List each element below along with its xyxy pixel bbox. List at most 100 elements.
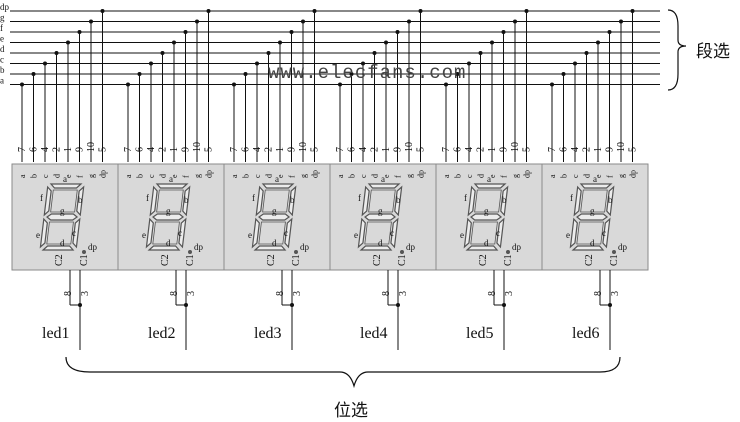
digit-module: 7a6b4c2d1e9f10g5dpafbgecddpC2C183led5: [435, 142, 543, 342]
pin-letter: dp: [99, 170, 108, 178]
pin-letter: d: [53, 174, 62, 178]
segment-label-b: b: [184, 195, 189, 205]
segment-label-c: c: [72, 228, 76, 238]
segment-label-b: b: [290, 195, 295, 205]
junction-dot: [183, 30, 188, 34]
junction-dot: [502, 303, 506, 307]
segment-e: [463, 217, 472, 249]
segment-label-a: a: [169, 174, 173, 184]
pin-letter: g: [299, 174, 308, 178]
pin-letter: a: [442, 174, 451, 178]
segment-c: [496, 217, 505, 249]
pin-letter: a: [124, 174, 133, 178]
common-label-c1: C1: [609, 254, 620, 266]
digit-outline-lower: [576, 221, 604, 245]
segment-label-d: d: [60, 238, 65, 248]
segment-label-d: d: [166, 238, 171, 248]
digit-outline-lower: [258, 221, 286, 245]
segment-label-e: e: [142, 230, 146, 240]
junction-dot: [137, 72, 142, 76]
segment-f: [43, 185, 52, 217]
segment-label-d: d: [484, 238, 489, 248]
junction-dot: [607, 30, 612, 34]
dp-dot: [294, 250, 298, 254]
pin-letter: g: [617, 174, 626, 178]
digit-outline-upper: [262, 189, 290, 213]
segment-g: [152, 213, 185, 221]
segment-label-b: b: [608, 195, 613, 205]
junction-dot: [630, 9, 635, 13]
segment-c: [390, 217, 399, 249]
segment-g: [46, 213, 79, 221]
led-label: led3: [254, 325, 282, 342]
pin-letter: f: [288, 175, 297, 178]
segment-e: [39, 217, 48, 249]
junction-dot: [584, 51, 589, 55]
segment-d: [571, 245, 605, 251]
segment-label-a: a: [593, 174, 597, 184]
digit-outline-lower: [152, 221, 180, 245]
segment-e: [145, 217, 154, 249]
segment-b: [500, 185, 509, 217]
pin-letter: b: [242, 174, 251, 178]
segment-g: [258, 213, 291, 221]
digit-module: 7a6b4c2d1e9f10g5dpafbgecddpC2C183led1: [11, 142, 119, 342]
dp-dot: [400, 250, 404, 254]
junction-dot: [349, 72, 354, 76]
dp-dot: [506, 250, 510, 254]
common-pin-3: 3: [292, 291, 303, 296]
led-label: led6: [572, 325, 600, 342]
common-label-c1: C1: [291, 254, 302, 266]
segment-label-e: e: [248, 230, 252, 240]
common-label-c1: C1: [185, 254, 196, 266]
common-label-c1: C1: [397, 254, 408, 266]
common-label-c2: C2: [372, 254, 383, 266]
common-pin-8: 8: [381, 291, 392, 296]
segment-label-d: d: [590, 238, 595, 248]
segment-b: [394, 185, 403, 217]
junction-dot: [513, 19, 517, 24]
segment-label-c: c: [390, 228, 394, 238]
junction-dot: [78, 303, 82, 307]
junction-dot: [467, 61, 471, 66]
segment-e: [357, 217, 366, 249]
pin-letter: g: [511, 174, 520, 178]
led-label: led1: [42, 325, 70, 342]
pin-letter: b: [560, 174, 569, 178]
segment-label-e: e: [36, 230, 40, 240]
pin-letter: f: [606, 175, 615, 178]
segment-b: [606, 185, 615, 217]
led-label: led4: [360, 325, 388, 342]
segment-a: [155, 183, 189, 189]
segment-c: [602, 217, 611, 249]
junction-dot: [301, 19, 305, 24]
segment-label-e: e: [566, 230, 570, 240]
common-pin-8: 8: [169, 291, 180, 296]
segment-f: [573, 185, 582, 217]
junction-dot: [596, 40, 600, 45]
digit-outline-upper: [156, 189, 184, 213]
segment-label-g: g: [484, 206, 489, 216]
segment-label-f: f: [570, 193, 573, 203]
pin-letter: e: [382, 174, 391, 178]
led-label: led2: [148, 325, 176, 342]
pin-letter: f: [394, 175, 403, 178]
pin-letter: d: [583, 174, 592, 178]
segment-e: [251, 217, 260, 249]
segment-d: [465, 245, 499, 251]
segment-f: [149, 185, 158, 217]
segment-g: [470, 213, 503, 221]
junction-dot: [573, 61, 577, 66]
segment-label-c: c: [602, 228, 606, 238]
digit-outline-upper: [368, 189, 396, 213]
segment-label-g: g: [166, 206, 171, 216]
segment-label-a: a: [275, 174, 279, 184]
common-pin-3: 3: [186, 291, 197, 296]
segment-label-e: e: [460, 230, 464, 240]
junction-dot: [289, 30, 294, 34]
common-label-c2: C2: [54, 254, 65, 266]
pin-letter: dp: [523, 170, 532, 178]
bus-line-label: g: [0, 13, 5, 23]
junction-dot: [501, 30, 506, 34]
